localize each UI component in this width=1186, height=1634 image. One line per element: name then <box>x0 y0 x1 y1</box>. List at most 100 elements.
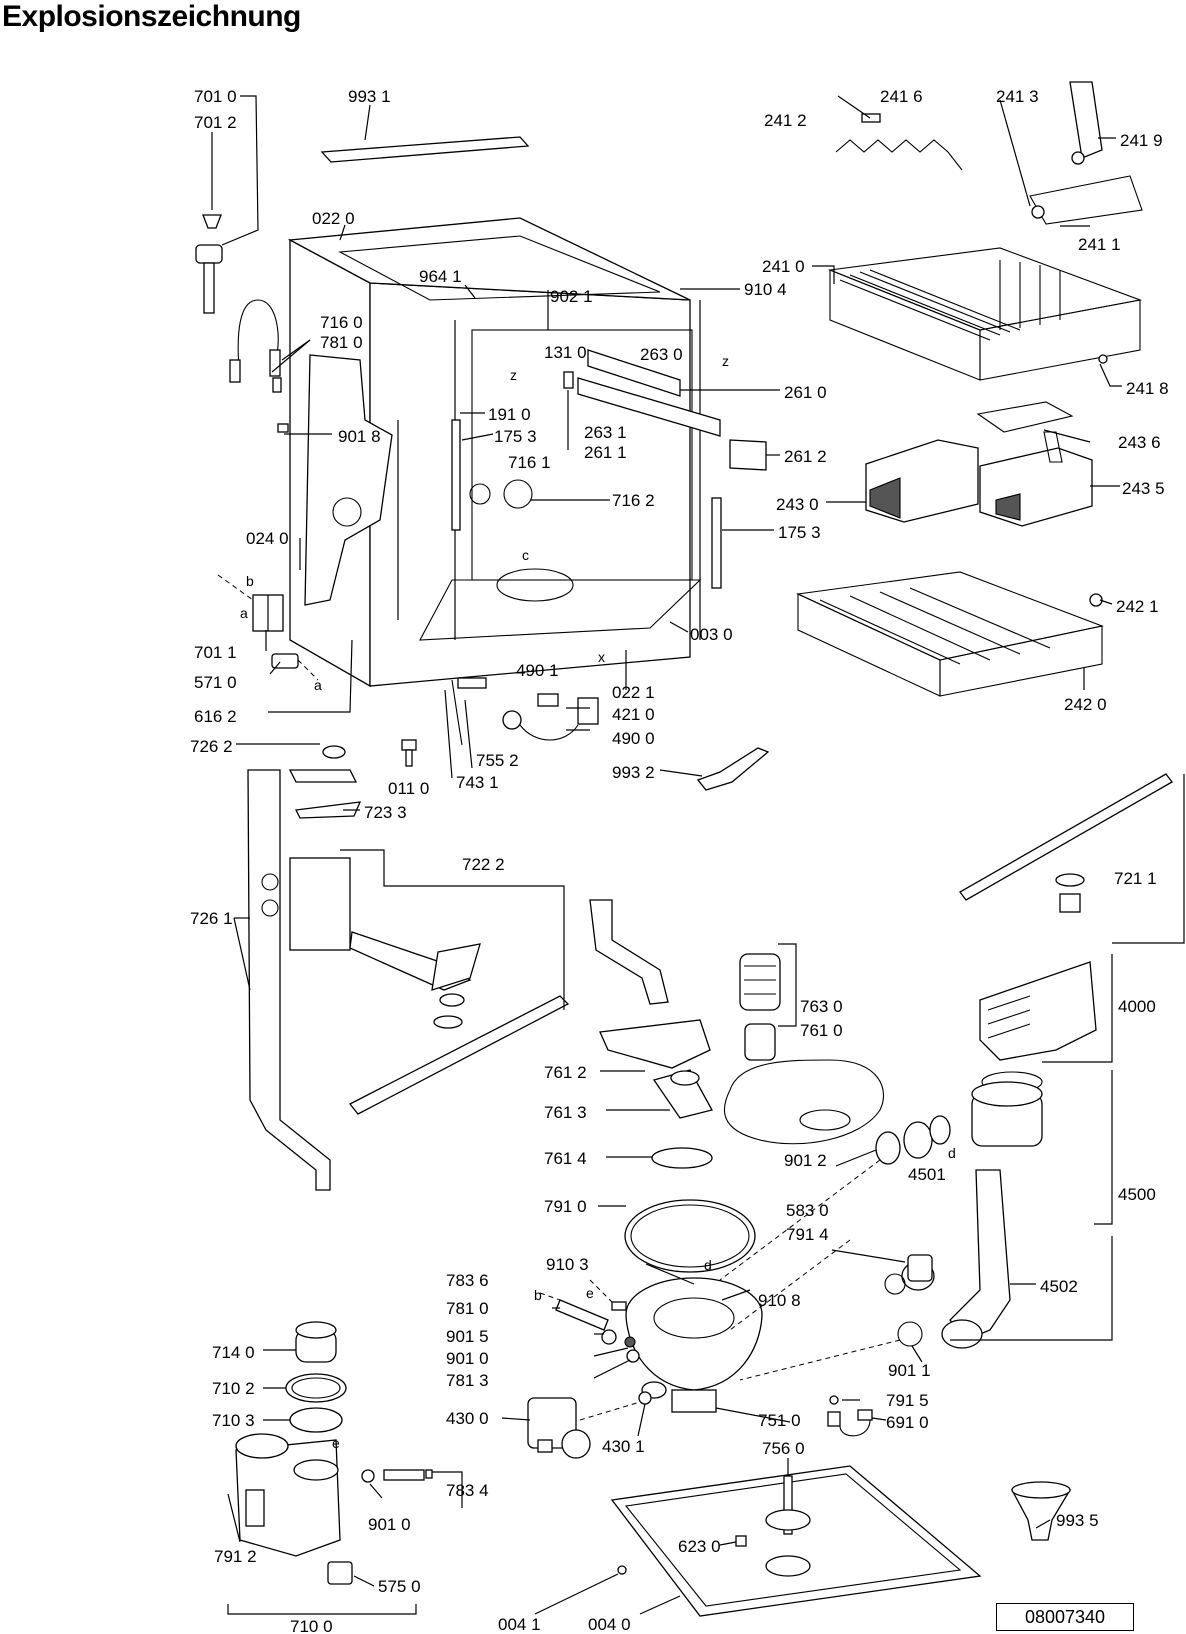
sump-drawing <box>625 1277 763 1413</box>
label-421-0: 421 0 <box>612 705 655 724</box>
label-710-2: 710 2 <box>212 1379 255 1398</box>
label-261-0: 261 0 <box>784 383 827 402</box>
label-901-1: 901 1 <box>888 1361 931 1380</box>
label-263-1: 263 1 <box>584 423 627 442</box>
letter-z-1: z <box>510 367 517 383</box>
label-761-0: 761 0 <box>800 1021 843 1040</box>
label-261-1: 261 1 <box>584 443 627 462</box>
label-714-0: 714 0 <box>212 1343 255 1362</box>
label-241-1: 241 1 <box>1078 235 1121 254</box>
sump-small-parts-drawing <box>539 1279 640 1363</box>
label-430-0: 430 0 <box>446 1409 489 1428</box>
inlet-cap-drawing <box>195 214 289 433</box>
leader-lines <box>211 95 1185 1615</box>
large-seal-drawing <box>624 1199 756 1273</box>
label-964-1: 964 1 <box>419 267 462 286</box>
label-243-0: 243 0 <box>776 495 819 514</box>
letter-e-1: e <box>586 1285 594 1301</box>
upper-spray-arm-drawing <box>959 773 1173 913</box>
label-726-1: 726 1 <box>190 909 233 928</box>
filter-drawing <box>723 953 884 1145</box>
label-710-0: 710 0 <box>290 1617 333 1634</box>
page-title: Explosionszeichnung <box>2 0 301 33</box>
label-691-0: 691 0 <box>886 1413 929 1432</box>
upper-wire-drawing <box>835 113 963 171</box>
document-number-box: 08007340 <box>996 1603 1134 1631</box>
label-011-0: 011 0 <box>388 779 429 798</box>
label-241-6: 241 6 <box>880 87 923 106</box>
label-4000: 4000 <box>1118 997 1156 1016</box>
label-241-2: 241 2 <box>764 111 807 130</box>
part-labels: 701 0 701 2 993 1 022 0 964 1 902 1 910 … <box>190 87 1169 1634</box>
letter-x: x <box>598 649 605 665</box>
label-241-0: 241 0 <box>762 257 805 276</box>
spray-tube-drawing <box>247 745 362 1191</box>
label-003-0: 003 0 <box>690 625 733 644</box>
label-243-5: 243 5 <box>1122 479 1165 498</box>
label-716-0: 716 0 <box>320 313 363 332</box>
label-901-0-a: 901 0 <box>446 1349 489 1368</box>
label-022-0: 022 0 <box>312 209 355 228</box>
label-791-2: 791 2 <box>214 1547 257 1566</box>
label-910-3: 910 3 <box>546 1255 589 1274</box>
label-722-2: 722 2 <box>462 855 505 874</box>
label-781-0-b: 781 0 <box>446 1299 489 1318</box>
label-583-0: 583 0 <box>786 1201 829 1220</box>
letter-z-2: z <box>722 353 729 369</box>
foot-screw-drawing <box>401 679 463 767</box>
label-263-0: 263 0 <box>640 345 683 364</box>
label-131-0: 131 0 <box>544 343 587 362</box>
label-022-1: 022 1 <box>612 683 655 702</box>
cutlery-basket-drawing <box>865 401 1093 527</box>
tub-housing-drawing <box>287 217 722 688</box>
label-175-3-b: 175 3 <box>778 523 821 542</box>
cup-shelf-drawing <box>1029 81 1143 225</box>
funnel-drawing <box>1010 1481 1072 1541</box>
label-616-2: 616 2 <box>194 707 237 726</box>
letter-b: b <box>246 573 254 589</box>
label-175-3-a: 175 3 <box>494 427 537 446</box>
label-761-3: 761 3 <box>544 1103 587 1122</box>
label-430-1: 430 1 <box>602 1437 645 1456</box>
letter-b-2: b <box>534 1287 542 1303</box>
base-plate-drawing <box>610 1465 982 1617</box>
label-726-2: 726 2 <box>190 737 233 756</box>
label-761-2: 761 2 <box>544 1063 587 1082</box>
label-004-0: 004 0 <box>588 1615 631 1634</box>
label-910-8: 910 8 <box>758 1291 801 1310</box>
label-791-5: 791 5 <box>886 1391 929 1410</box>
label-901-5: 901 5 <box>446 1327 489 1346</box>
label-721-1: 721 1 <box>1114 869 1157 888</box>
label-242-1: 242 1 <box>1116 597 1159 616</box>
label-783-6: 783 6 <box>446 1271 489 1290</box>
label-755-2: 755 2 <box>476 751 519 770</box>
label-910-4: 910 4 <box>744 280 787 299</box>
label-490-1: 490 1 <box>516 661 559 680</box>
top-strip-drawing <box>320 136 530 163</box>
lower-basket-drawing <box>796 571 1104 697</box>
label-756-0: 756 0 <box>762 1439 805 1458</box>
label-242-0: 242 0 <box>1064 695 1107 714</box>
rail-parts-drawing <box>563 349 767 471</box>
label-781-0-a: 781 0 <box>320 333 363 352</box>
label-791-0: 791 0 <box>544 1197 587 1216</box>
label-763-0: 763 0 <box>800 997 843 1016</box>
salt-container-drawing <box>235 1321 433 1585</box>
upper-basket-drawing <box>827 247 1143 381</box>
label-901-0-b: 901 0 <box>368 1515 411 1534</box>
label-623-0: 623 0 <box>678 1537 721 1556</box>
heater-wiring-drawing <box>457 677 599 741</box>
label-743-1: 743 1 <box>456 773 499 792</box>
label-751-0: 751 0 <box>758 1411 801 1430</box>
label-761-4: 761 4 <box>544 1149 587 1168</box>
pump-drawing <box>527 1391 652 1459</box>
letter-c: c <box>522 547 529 563</box>
label-716-2: 716 2 <box>612 491 655 510</box>
label-901-2: 901 2 <box>784 1151 827 1170</box>
label-701-1: 701 1 <box>194 643 237 662</box>
label-024-0: 024 0 <box>246 529 289 548</box>
label-791-4: 791 4 <box>786 1225 829 1244</box>
spanner-drawing <box>696 747 770 791</box>
letter-a-1: a <box>240 605 248 621</box>
